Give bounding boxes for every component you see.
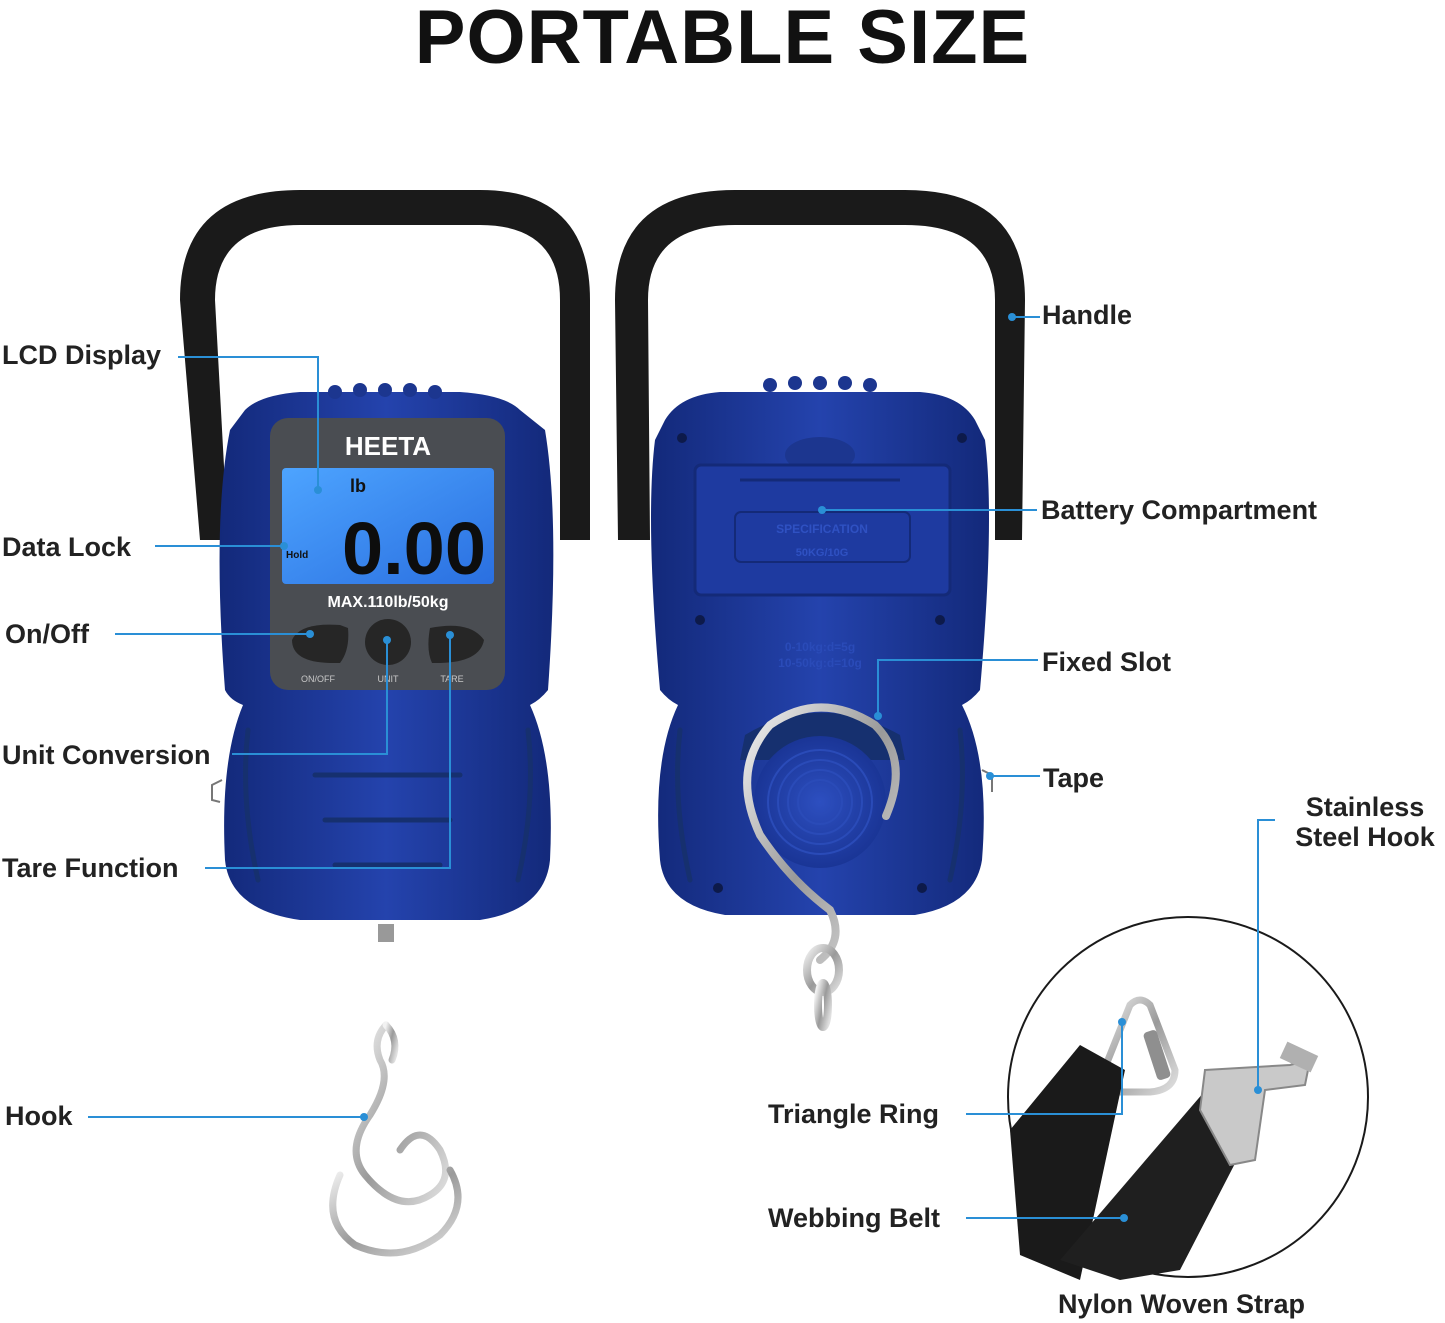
label-nylon-woven-strap: Nylon Woven Strap <box>1058 1289 1306 1319</box>
label-battery-compartment: Battery Compartment <box>1041 495 1318 525</box>
label-triangle-ring: Triangle Ring <box>768 1099 940 1129</box>
lcd-display <box>282 468 494 584</box>
label-tare-function: Tare Function <box>2 853 179 883</box>
label-webbing-belt: Webbing Belt <box>768 1203 940 1233</box>
label-tape: Tape <box>1043 763 1105 793</box>
hook-pad <box>754 736 886 868</box>
tare-button <box>428 625 484 663</box>
label-handle: Handle <box>1042 300 1133 330</box>
unit-button-label: UNIT <box>378 674 399 684</box>
rating-1: 0-10kg:d=5g <box>785 640 855 654</box>
page-title: PORTABLE SIZE <box>414 0 1031 80</box>
on-off-button-label: ON/OFF <box>301 674 335 684</box>
callout-lines <box>88 316 1275 1219</box>
label-fixed-slot: Fixed Slot <box>1042 647 1172 677</box>
spec-sub: 50KG/10G <box>796 547 849 559</box>
front-hook <box>329 941 462 1257</box>
callout-dots <box>280 313 1262 1222</box>
max-capacity: MAX.110lb/50kg <box>328 594 449 611</box>
label-hook: Hook <box>5 1101 73 1131</box>
lcd-hold-indicator: Hold <box>286 550 308 561</box>
webbing-belt-b <box>1060 1085 1260 1280</box>
lcd-unit: lb <box>350 476 366 496</box>
webbing-belt-a <box>1010 1045 1125 1280</box>
brand-logo: HEETA <box>345 431 431 461</box>
label-on-off: On/Off <box>5 619 89 649</box>
strap-detail <box>1007 916 1369 1280</box>
label-stainless-steel-hook: Stainless Steel Hook <box>1295 792 1435 852</box>
front-scale: HEETA lb Hold 0.00 MAX.110lb/50kg ON/OFF… <box>180 190 590 1257</box>
label-lcd-display: LCD Display <box>2 340 162 370</box>
label-unit-conversion: Unit Conversion <box>2 740 211 770</box>
front-handle <box>180 190 590 540</box>
back-scale: SPECIFICATION 50KG/10G 0-10kg:d=5g 10-50… <box>615 190 1025 1031</box>
spec-text: SPECIFICATION <box>776 522 868 536</box>
lcd-reading: 0.00 <box>342 507 486 590</box>
back-handle <box>615 190 1025 540</box>
stainless-hook <box>743 703 900 1031</box>
tare-button-label: TARE <box>440 674 463 684</box>
rating-2: 10-50kg:d=10g <box>778 656 862 670</box>
label-data-lock: Data Lock <box>2 532 132 562</box>
